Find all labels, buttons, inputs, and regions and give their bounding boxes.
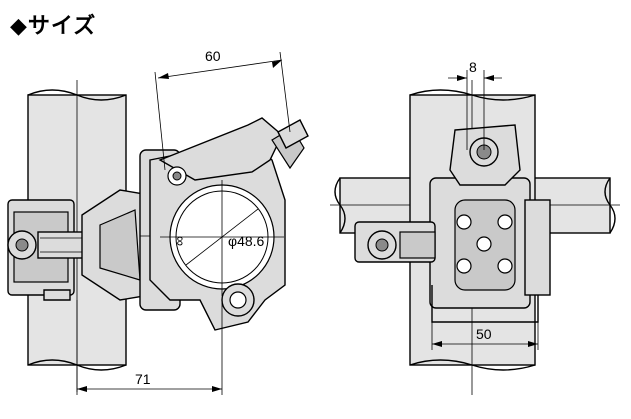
dimension-60: 60 [154,48,291,171]
section-title: ◆サイズ [10,14,97,39]
dimension-label-50: 50 [476,326,492,342]
ring-clamp [149,117,309,331]
left-view: 60 φ48.6 ∞ 71 [7,48,309,395]
dimension-label-60: 60 [205,48,221,64]
front-clamp-body [429,124,551,323]
right-view: 8 50 [330,59,620,395]
dimension-label-diameter: φ48.6 [228,233,265,249]
dimension-label-8: 8 [469,59,477,75]
dimension-8: 8 [448,59,502,150]
dimension-71: 71 [76,300,223,395]
right-view-bolt [354,221,436,263]
dimension-50: 50 [431,322,539,350]
dimension-label-infinity: ∞ [171,236,187,246]
dimension-label-71: 71 [135,371,151,387]
dimension-diameter: φ48.6 ∞ [171,233,265,249]
